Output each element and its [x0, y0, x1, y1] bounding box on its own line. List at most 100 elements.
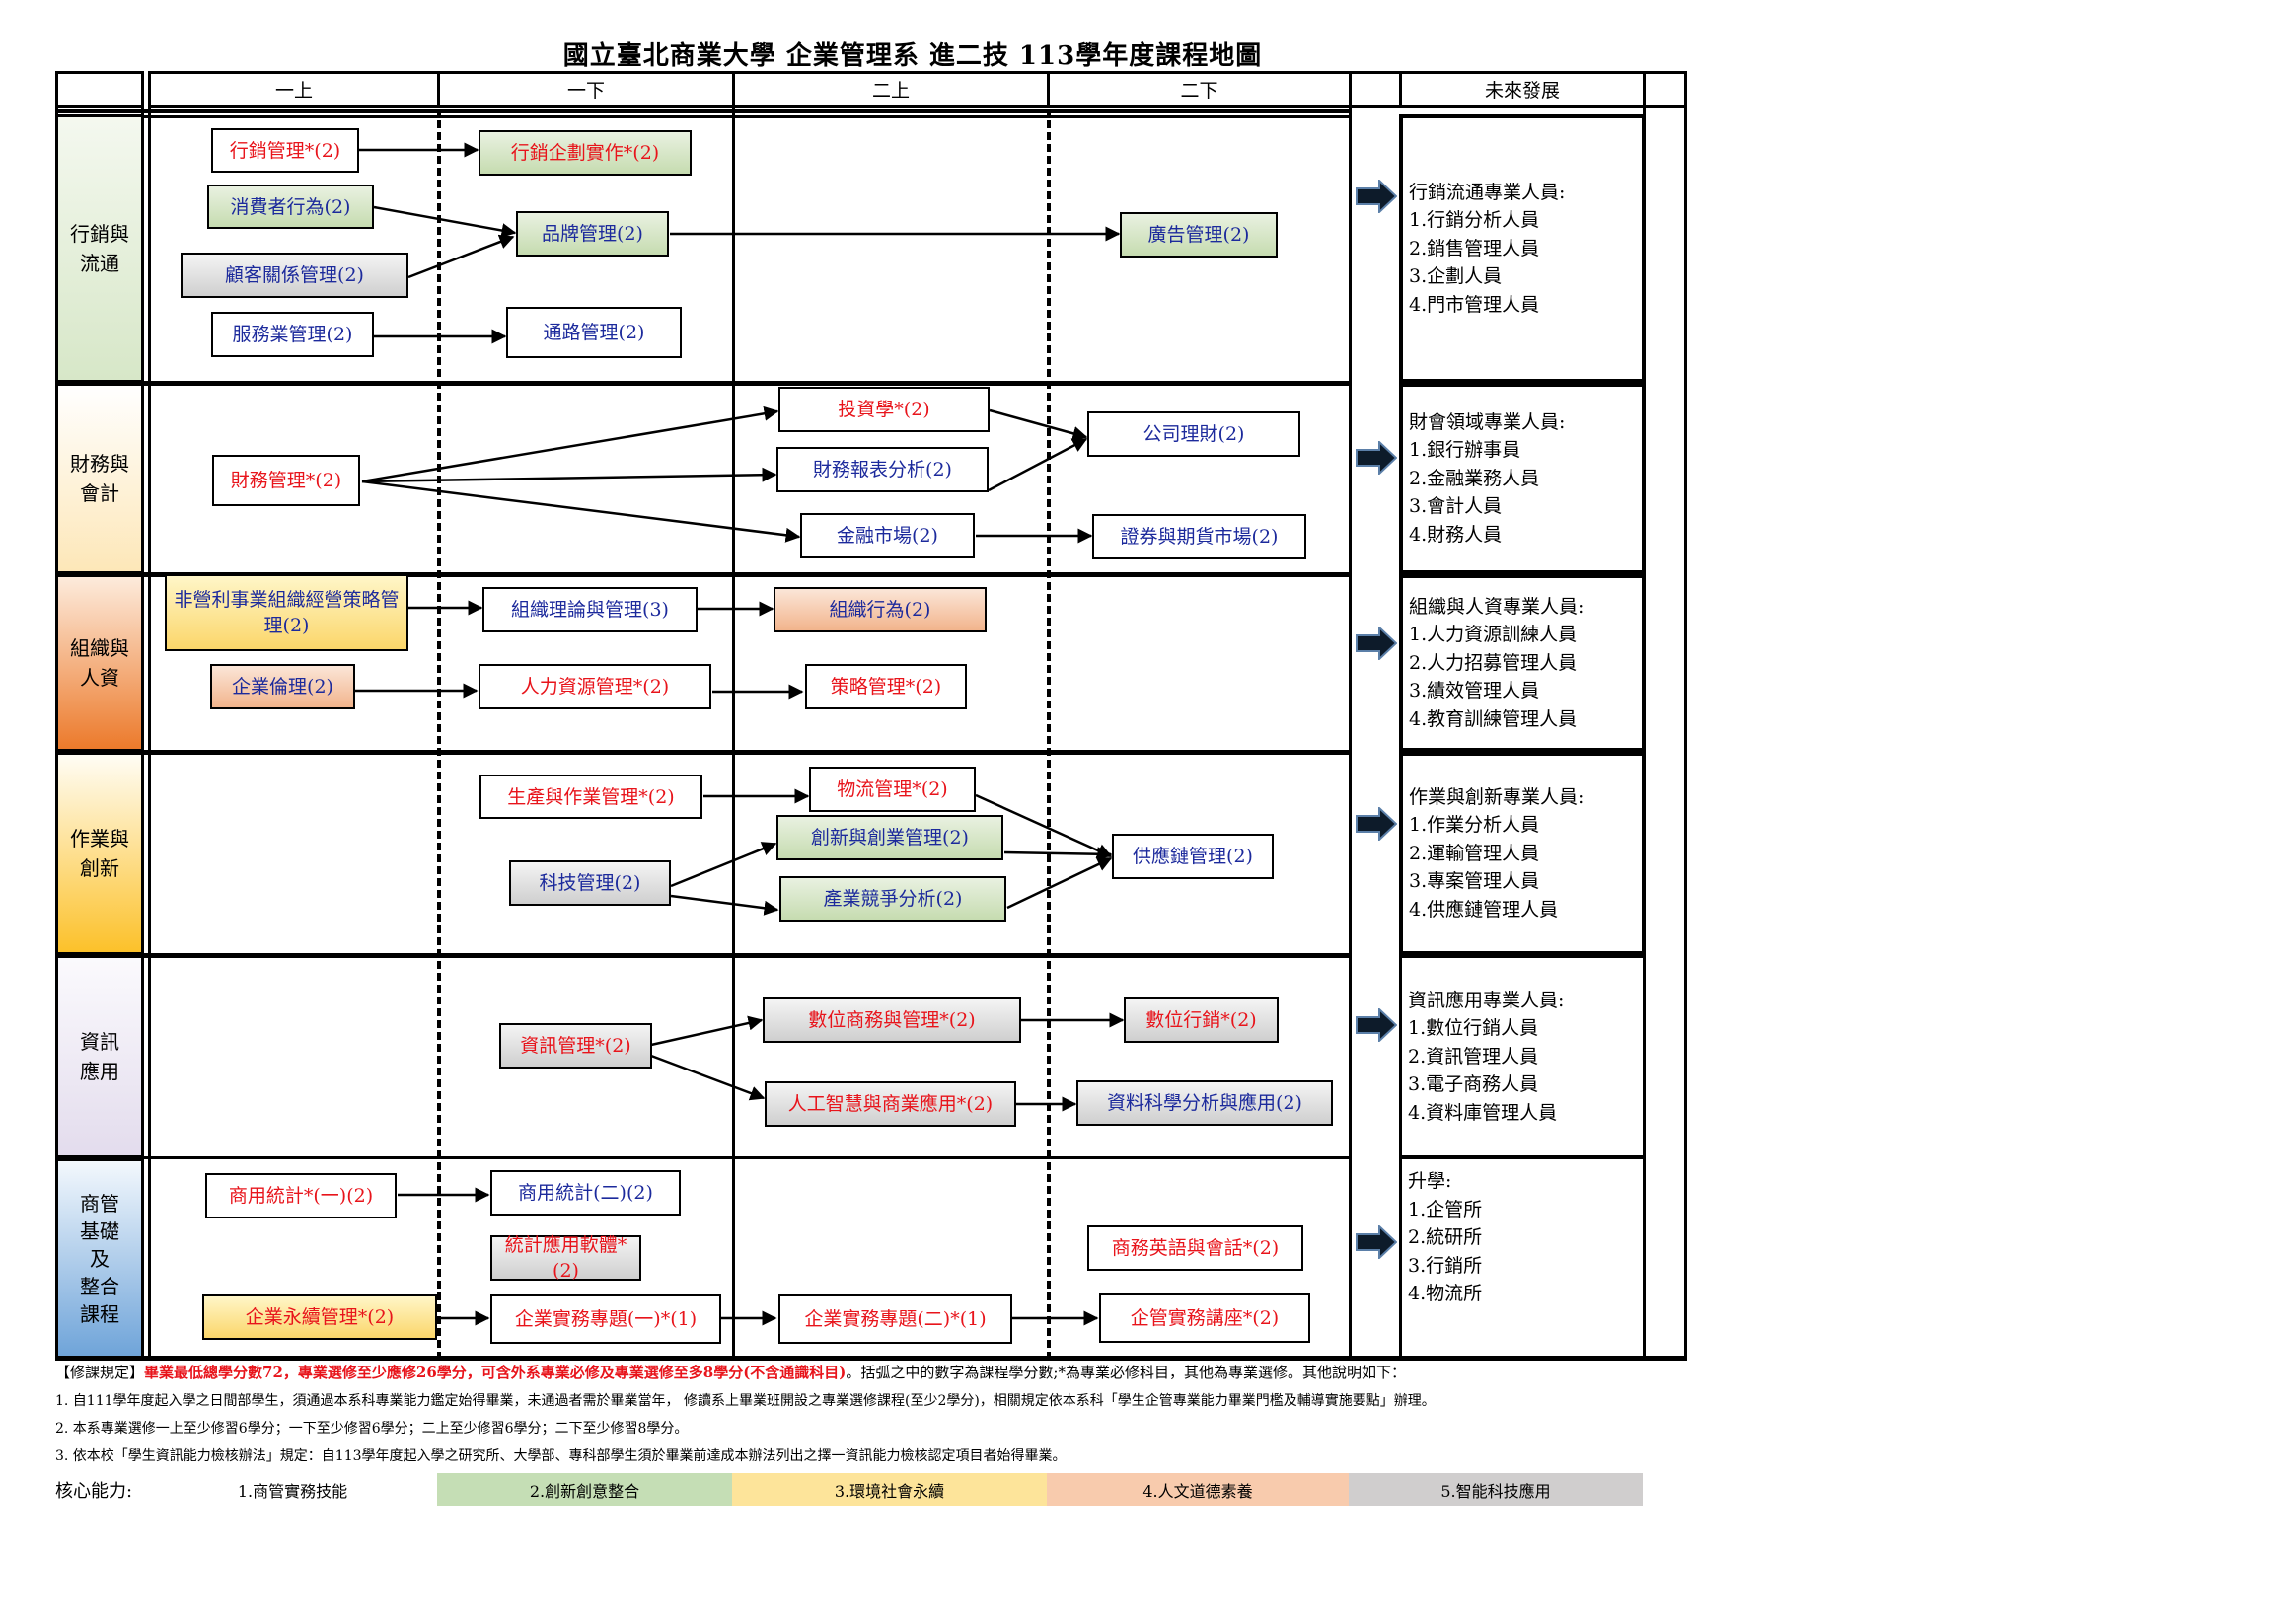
category-label: 資訊 應用	[80, 1030, 119, 1083]
arrow	[407, 234, 515, 279]
core-item: 5.智能科技應用	[1349, 1473, 1643, 1506]
course-box[interactable]: 顧客關係管理(2)	[181, 253, 408, 298]
row-divider	[55, 381, 1352, 386]
course-box[interactable]: 行銷企劃實作*(2)	[479, 130, 692, 176]
arrow	[650, 1015, 764, 1047]
rule-prefix: 【修課規定】	[55, 1364, 145, 1381]
course-box[interactable]: 行銷管理*(2)	[211, 128, 359, 173]
header-extra-col	[1643, 71, 1687, 108]
category-label: 商管 基礎 及 整合 課程	[80, 1191, 119, 1326]
future-item: 4.門市管理人員	[1409, 293, 1540, 316]
category-label: 財務與 會計	[70, 452, 129, 505]
right-arrow-icon	[1356, 627, 1397, 660]
course-box[interactable]: 組織理論與管理(3)	[482, 587, 698, 632]
core-label: 核心能力:	[55, 1480, 133, 1502]
course-rule: 【修課規定】畢業最低總學分數72，專業選修至少應修26學分，可含外系專業必修及專…	[55, 1362, 1406, 1382]
course-box[interactable]: 產業競爭分析(2)	[779, 876, 1006, 922]
course-box[interactable]: 企業實務專題(一)*(1)	[490, 1294, 721, 1344]
course-box[interactable]: 數位商務與管理*(2)	[763, 997, 1021, 1043]
future-item: 3.績效管理人員	[1409, 680, 1540, 702]
course-box[interactable]: 資料科學分析與應用(2)	[1076, 1080, 1333, 1126]
course-box[interactable]: 人工智慧與商業應用*(2)	[765, 1081, 1016, 1127]
right-arrow-icon	[1356, 1008, 1397, 1042]
frame-content-right	[1349, 107, 1352, 1360]
future-item: 2.金融業務人員	[1409, 467, 1540, 489]
row-divider	[55, 1156, 1352, 1159]
course-box[interactable]: 廣告管理(2)	[1120, 212, 1278, 258]
course-box[interactable]: 商務英語與會話*(2)	[1087, 1225, 1303, 1271]
future-item: 2.資訊管理人員	[1408, 1045, 1539, 1068]
course-box[interactable]: 企業倫理(2)	[210, 664, 355, 709]
course-box[interactable]: 企管實務講座*(2)	[1099, 1293, 1310, 1343]
core-item: 2.創新創意整合	[437, 1473, 732, 1506]
future-item: 3.會計人員	[1409, 495, 1503, 518]
future-title: 資訊應用專業人員:	[1408, 989, 1565, 1011]
course-box[interactable]: 統計應用軟體*(2)	[490, 1234, 641, 1282]
frame-content-left	[148, 107, 151, 1360]
future-item: 4.資料庫管理人員	[1408, 1101, 1558, 1124]
rule-highlight: 畢業最低總學分數72，專業選修至少應修26學分，可含外系專業必修及專業選修至多8…	[144, 1364, 847, 1381]
arrow	[988, 437, 1088, 492]
right-arrow-icon	[1356, 180, 1397, 213]
course-box[interactable]: 供應鏈管理(2)	[1112, 834, 1274, 879]
course-box[interactable]: 投資學*(2)	[778, 387, 990, 432]
course-box[interactable]: 數位行銷*(2)	[1124, 997, 1279, 1043]
header-sem-2a: 二上	[732, 71, 1050, 108]
future-title: 作業與創新專業人員:	[1409, 785, 1585, 808]
header-sem-2b: 二下	[1047, 71, 1352, 108]
category-label: 組織與 人資	[70, 636, 129, 690]
right-arrow-icon	[1356, 441, 1397, 475]
future-item: 3.企劃人員	[1409, 265, 1503, 288]
future-panel-information: 資訊應用專業人員: 1.數位行銷人員 2.資訊管理人員 3.電子商務人員 4.資…	[1399, 955, 1646, 1158]
course-box[interactable]: 商用統計(二)(2)	[490, 1170, 681, 1216]
course-box[interactable]: 財務報表分析(2)	[776, 447, 989, 492]
rule-suffix: 。括弧之中的數字為課程學分數;*為專業必修科目，其他為專業選修。其他說明如下：	[846, 1364, 1406, 1381]
course-box[interactable]: 服務業管理(2)	[211, 312, 374, 357]
course-box[interactable]: 證券與期貨市場(2)	[1092, 514, 1306, 559]
note-item: 1. 自111學年度起入學之日間部學生，須通過本系科專業能力鑑定始得畢業，未通過…	[55, 1393, 1436, 1409]
course-box[interactable]: 企業永續管理*(2)	[202, 1294, 437, 1340]
course-box[interactable]: 生產與作業管理*(2)	[479, 775, 702, 819]
course-box[interactable]: 金融市場(2)	[800, 513, 975, 558]
future-item: 3.專案管理人員	[1409, 870, 1540, 893]
course-box[interactable]: 策略管理*(2)	[805, 664, 967, 709]
course-box[interactable]: 組織行為(2)	[774, 587, 987, 632]
course-box[interactable]: 企業實務專題(二)*(1)	[778, 1294, 1012, 1344]
course-box[interactable]: 財務管理*(2)	[212, 455, 360, 506]
header-future: 未來發展	[1399, 71, 1646, 108]
semester-divider-1	[437, 109, 441, 1360]
course-box[interactable]: 品牌管理(2)	[516, 211, 669, 257]
category-operations: 作業與 創新	[55, 752, 144, 955]
arrow	[670, 894, 779, 916]
arrow	[650, 1054, 766, 1101]
future-item: 2.運輸管理人員	[1409, 842, 1540, 864]
future-panel-organization: 組織與人資專業人員: 1.人力資源訓練人員 2.人力招募管理人員 3.績效管理人…	[1399, 574, 1646, 752]
future-panel-further-study: 升學: 1.企管所 2.統研所 3.行銷所 4.物流所	[1399, 1156, 1646, 1359]
course-box[interactable]: 商用統計*(一)(2)	[205, 1173, 397, 1218]
future-item: 1.作業分析人員	[1409, 814, 1540, 837]
row-divider	[55, 953, 1352, 958]
core-item: 3.環境社會永續	[732, 1473, 1047, 1506]
course-box[interactable]: 物流管理*(2)	[809, 767, 976, 812]
course-box[interactable]: 消費者行為(2)	[207, 185, 374, 229]
right-arrow-icon	[1356, 807, 1397, 841]
future-title: 行銷流通專業人員:	[1409, 181, 1566, 203]
course-box[interactable]: 公司理財(2)	[1087, 411, 1300, 457]
course-box[interactable]: 科技管理(2)	[509, 860, 671, 906]
course-box[interactable]: 人力資源管理*(2)	[479, 664, 711, 709]
future-item: 4.教育訓練管理人員	[1409, 707, 1578, 730]
course-box[interactable]: 創新與創業管理(2)	[776, 815, 1003, 860]
frame-right	[1684, 107, 1687, 1360]
future-item: 2.銷售管理人員	[1409, 237, 1540, 259]
future-title: 組織與人資專業人員:	[1409, 595, 1585, 618]
right-arrow-icon	[1356, 1225, 1397, 1259]
course-box[interactable]: 資訊管理*(2)	[499, 1023, 652, 1069]
header-corner	[55, 71, 144, 108]
category-information: 資訊 應用	[55, 955, 144, 1158]
arrow	[373, 205, 517, 238]
future-item: 2.人力招募管理人員	[1409, 651, 1578, 674]
category-label: 作業與 創新	[70, 827, 129, 880]
course-box[interactable]: 通路管理(2)	[506, 307, 682, 358]
category-marketing: 行銷與 流通	[55, 114, 144, 383]
course-box[interactable]: 非營利事業組織經營策略管理(2)	[165, 574, 408, 651]
